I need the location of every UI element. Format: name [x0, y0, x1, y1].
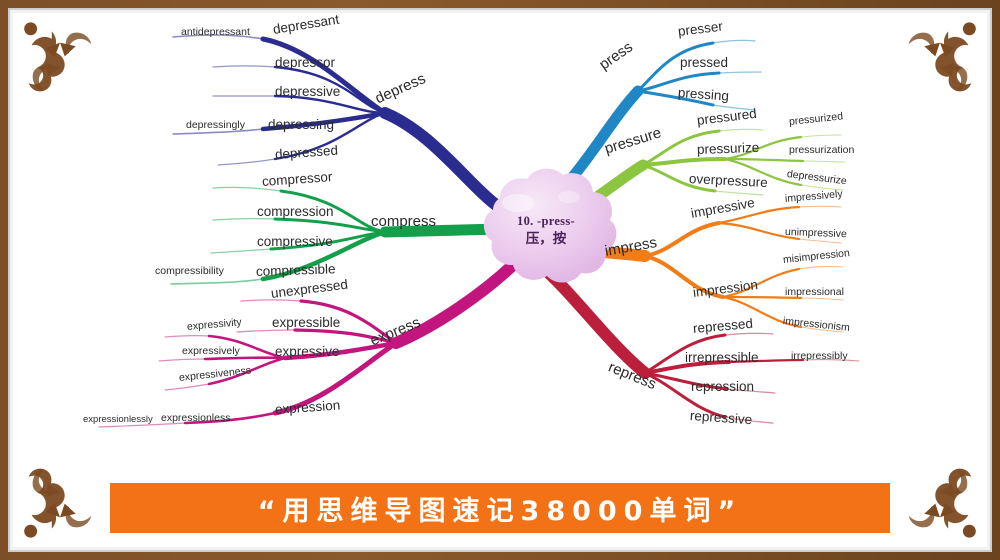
mindmap-canvas: 10. -press- 压，按 depress depressant antid… [13, 13, 987, 547]
node-expressionlessly[interactable]: expressionlessly [83, 414, 153, 425]
node-impressional[interactable]: impressional [785, 286, 844, 298]
node-depressor[interactable]: depressor [275, 55, 336, 70]
node-expressively[interactable]: expressively [182, 345, 240, 357]
node-expressible[interactable]: expressible [272, 315, 341, 330]
center-node-label: 10. -press- 压，按 [481, 213, 611, 248]
node-expressive[interactable]: expressive [275, 344, 340, 359]
poster-banner: “用思维导图速记38000单词” [110, 483, 890, 533]
branch-express [98, 259, 519, 428]
node-unimpressive[interactable]: unimpressive [784, 226, 848, 241]
banner-text: “用思维导图速记38000单词” [257, 495, 743, 527]
node-depressingly[interactable]: depressingly [186, 119, 245, 131]
corner-ornament-icon [15, 15, 107, 107]
center-label-cn: 压，按 [525, 230, 567, 246]
mindmap-graph: 10. -press- 压，按 depress depressant antid… [13, 13, 987, 547]
node-compressive[interactable]: compressive [257, 234, 333, 249]
node-compressibility[interactable]: compressibility [155, 265, 224, 277]
center-label-en: 10. -press- [517, 214, 575, 228]
node-irrepressible[interactable]: irrepressible [685, 350, 759, 365]
corner-ornament-icon [893, 15, 985, 107]
center-node[interactable] [483, 168, 617, 283]
node-pressed[interactable]: pressed [680, 55, 729, 70]
node-compressible[interactable]: compressible [255, 261, 336, 279]
node-depressing[interactable]: depressing [268, 117, 335, 132]
branch-depress [172, 34, 506, 214]
node-antidepressant[interactable]: antidepressant [181, 26, 250, 38]
corner-ornament-icon [15, 453, 107, 545]
corner-ornament-icon [893, 453, 985, 545]
node-compression[interactable]: compression [257, 204, 334, 219]
node-compress[interactable]: compress [371, 213, 437, 230]
node-repression[interactable]: repression [691, 379, 755, 394]
node-pressurization[interactable]: pressurization [789, 144, 855, 156]
node-depressive[interactable]: depressive [275, 84, 341, 99]
node-expressionless[interactable]: expressionless [161, 412, 231, 424]
node-irrepressibly[interactable]: irrepressibly [791, 350, 848, 362]
node-pressurize[interactable]: pressurize [696, 139, 760, 157]
mindmap-branches [98, 34, 860, 428]
